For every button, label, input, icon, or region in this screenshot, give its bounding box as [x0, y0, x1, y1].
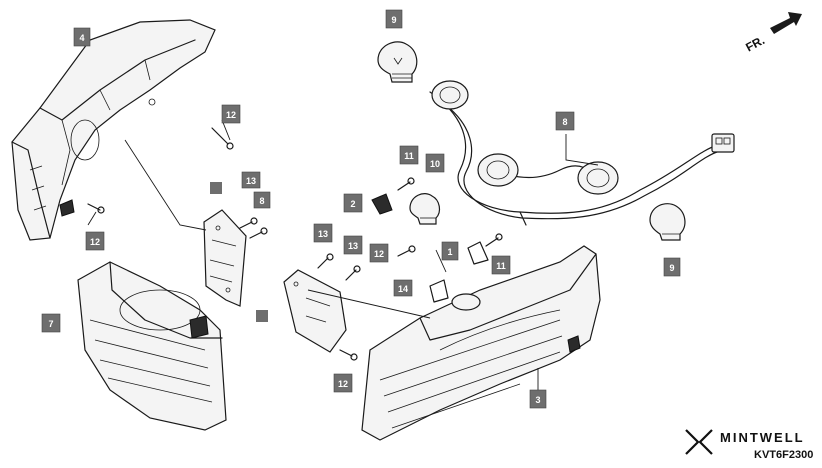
callout-12: 12	[85, 231, 105, 251]
marker-box	[256, 310, 268, 322]
clip-part	[371, 193, 489, 303]
svg-text:2: 2	[350, 199, 355, 209]
bracket-part	[203, 209, 247, 307]
bulb-part	[377, 41, 418, 83]
svg-text:12: 12	[226, 110, 236, 120]
callout-11: 11	[491, 255, 511, 275]
svg-text:FR.: FR.	[743, 33, 767, 54]
svg-text:13: 13	[348, 241, 358, 251]
screw-part	[87, 127, 234, 214]
bracket-part	[283, 269, 347, 353]
callout-9: 9	[663, 257, 681, 277]
front-lens-part	[361, 245, 601, 441]
bulb-part	[649, 203, 686, 241]
callout-13: 13	[241, 171, 261, 189]
callout-12: 12	[221, 104, 241, 124]
rear-cover-part	[11, 19, 216, 241]
screw-part	[239, 217, 268, 239]
callout-13: 13	[313, 223, 333, 243]
svg-text:12: 12	[374, 249, 384, 259]
callout-2: 2	[343, 193, 363, 213]
logo-icon	[685, 429, 713, 455]
svg-text:13: 13	[246, 176, 256, 186]
svg-text:13: 13	[318, 229, 328, 239]
svg-text:12: 12	[90, 237, 100, 247]
front-direction-indicator: FR.	[743, 12, 802, 55]
callout-3: 3	[529, 389, 547, 409]
callout-7: 7	[41, 313, 61, 333]
diagram-code: KVT6F2300	[754, 449, 813, 461]
svg-text:8: 8	[259, 196, 264, 206]
callout-10: 10	[425, 153, 445, 173]
svg-text:11: 11	[404, 151, 414, 161]
svg-text:4: 4	[79, 33, 84, 43]
svg-text:11: 11	[496, 261, 506, 271]
callout-8: 8	[253, 191, 271, 209]
wiring-harness-part	[429, 80, 735, 226]
svg-text:12: 12	[338, 379, 348, 389]
svg-text:14: 14	[398, 284, 408, 294]
svg-text:7: 7	[48, 319, 53, 329]
svg-text:3: 3	[535, 395, 540, 405]
callout-11: 11	[399, 145, 419, 165]
callout-1: 1	[441, 241, 459, 261]
callout-12: 12	[369, 243, 389, 263]
bulb-part	[409, 193, 441, 225]
svg-text:1: 1	[447, 247, 452, 257]
svg-text:9: 9	[669, 263, 674, 273]
marker-box	[210, 182, 222, 194]
arrow-icon	[770, 12, 802, 34]
callout-8: 8	[555, 111, 575, 131]
rear-lens-part	[77, 261, 227, 431]
brand-logo: MINTWELL	[685, 429, 805, 455]
callout-14: 14	[393, 279, 413, 297]
callout-4: 4	[73, 27, 91, 47]
callout-12: 12	[333, 373, 353, 393]
screw-part	[317, 177, 503, 361]
svg-text:10: 10	[430, 159, 440, 169]
svg-text:9: 9	[391, 15, 396, 25]
callout-9: 9	[385, 9, 403, 29]
svg-text:8: 8	[562, 117, 567, 127]
svg-text:MINTWELL: MINTWELL	[720, 430, 805, 445]
callout-13: 13	[343, 235, 363, 255]
